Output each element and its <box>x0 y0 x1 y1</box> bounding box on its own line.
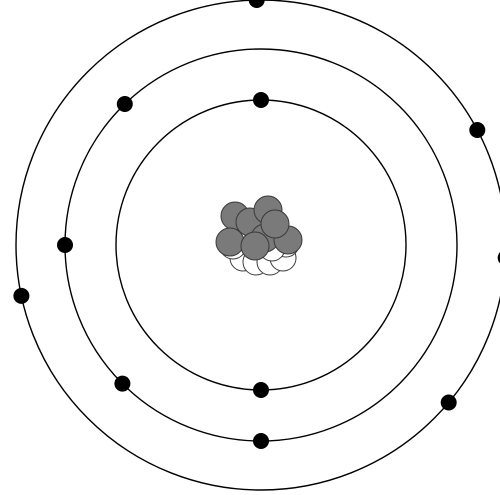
electron-shell-2 <box>253 433 269 449</box>
proton <box>241 232 269 260</box>
electron-shell-1 <box>253 382 269 398</box>
proton <box>261 210 289 238</box>
electron-shell-3 <box>13 288 29 304</box>
electron-shell-2 <box>57 237 73 253</box>
electron-shell-3 <box>249 0 265 8</box>
proton <box>216 228 244 256</box>
electron-shell-2 <box>117 96 133 112</box>
electron-shell-3 <box>441 395 457 411</box>
nucleus <box>216 196 302 275</box>
electron-shell-3 <box>469 122 485 138</box>
electron-shell-2 <box>114 376 130 392</box>
electron-shell-1 <box>253 92 269 108</box>
proton-group <box>216 196 302 260</box>
